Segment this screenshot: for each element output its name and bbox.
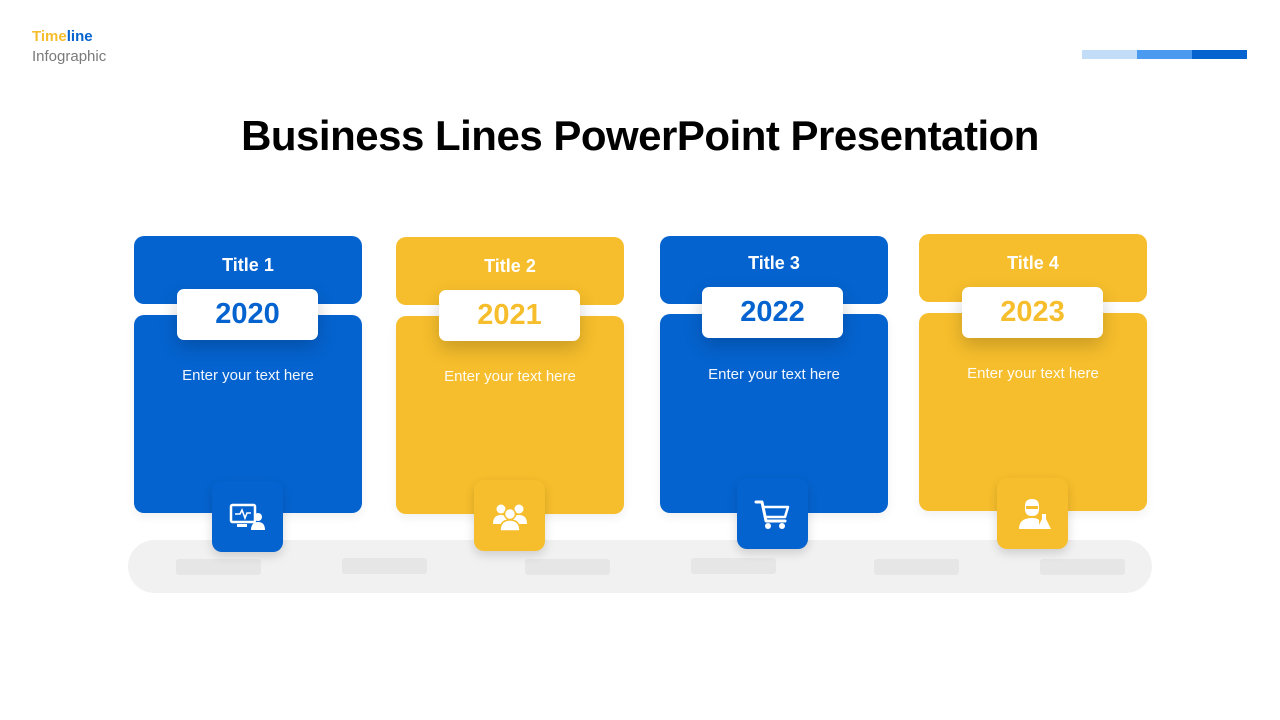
track-slot (1040, 559, 1125, 575)
brand-subtitle: Infographic (32, 48, 107, 65)
brand-title-part2: line (66, 28, 93, 45)
bar-mid (1137, 50, 1192, 59)
card-text: Enter your text here (444, 368, 576, 385)
track-slot (874, 559, 959, 575)
brand-logo: Timeline Infographic (32, 28, 106, 67)
brand-title-part1: Time (32, 28, 67, 45)
bar-dark (1192, 50, 1247, 59)
track-slot (691, 558, 776, 574)
card-title: Title 4 (1007, 253, 1059, 273)
brand-title: Timeline (32, 28, 106, 46)
icon-tile (737, 478, 808, 549)
card-body: Enter your text here (134, 315, 362, 513)
monitor-support-icon (229, 503, 265, 530)
bar-light (1082, 50, 1137, 59)
decorative-color-bars (1082, 50, 1247, 59)
shopping-cart-icon (754, 500, 789, 529)
year-badge: 2020 (177, 289, 318, 340)
card-title: Title 1 (222, 255, 274, 275)
icon-tile (212, 481, 283, 552)
card-title: Title 2 (484, 256, 536, 276)
icon-tile (474, 480, 545, 551)
track-slot (342, 558, 427, 574)
card-text: Enter your text here (708, 366, 840, 383)
page-title: Business Lines PowerPoint Presentation (241, 112, 1039, 159)
card-title: Title 3 (748, 253, 800, 273)
track-slot (176, 559, 261, 575)
scientist-icon (1018, 498, 1051, 529)
timeline-track (128, 540, 1152, 593)
card-text: Enter your text here (182, 367, 314, 384)
team-group-icon (492, 504, 527, 532)
card-text: Enter your text here (967, 365, 1099, 382)
track-slot (525, 559, 610, 575)
year-badge: 2021 (439, 290, 580, 341)
year-badge: 2022 (702, 287, 843, 338)
year-badge: 2023 (962, 287, 1103, 338)
icon-tile (997, 478, 1068, 549)
